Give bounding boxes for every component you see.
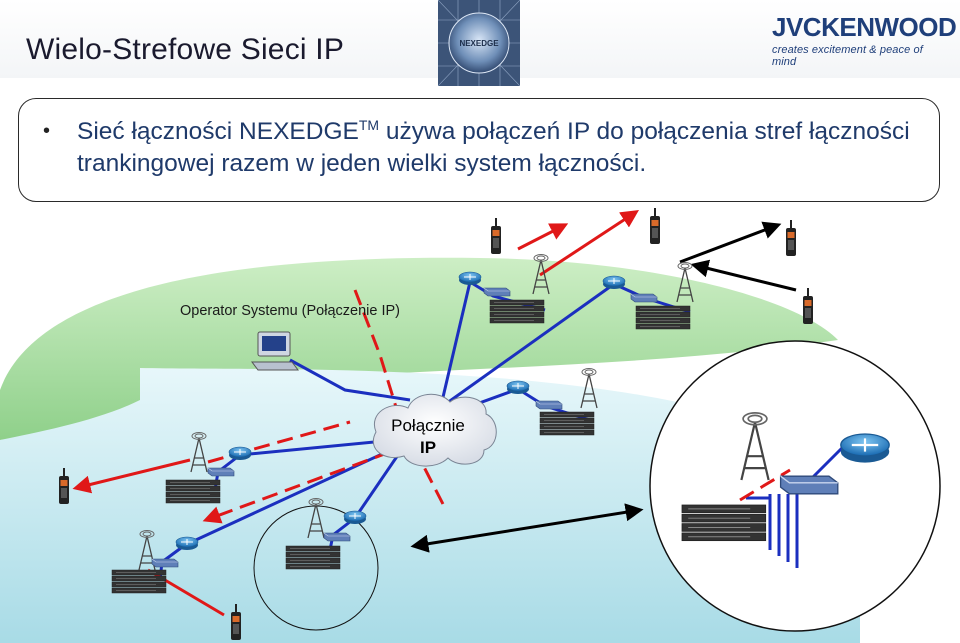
switch-icon bbox=[630, 293, 658, 303]
radio-link-dashed-1 bbox=[353, 289, 447, 509]
router-large-icon bbox=[839, 432, 891, 464]
router-icon bbox=[458, 271, 482, 286]
handheld-radio-icon bbox=[786, 220, 796, 256]
nexedge-logo: NEXEDGE bbox=[438, 0, 520, 86]
handheld-radio-icon bbox=[650, 208, 660, 244]
network-diagram bbox=[0, 208, 941, 643]
nexedge-logo-text: NEXEDGE bbox=[459, 39, 499, 48]
radio-arrow-right bbox=[690, 259, 797, 292]
handheld-radio-icon bbox=[803, 288, 813, 324]
cloud-label-line1: Połącznie bbox=[391, 416, 465, 435]
zoom-arrow bbox=[410, 503, 644, 553]
zone-green bbox=[0, 257, 838, 440]
radio-arrow-top bbox=[679, 221, 782, 264]
switch-large-icon bbox=[779, 475, 839, 495]
radio-link-dashed-4 bbox=[739, 468, 791, 502]
cloud-label: Połącznie IP bbox=[378, 415, 478, 459]
router-icon bbox=[228, 446, 252, 461]
brand-tagline: creates excitement & peace of mind bbox=[772, 44, 923, 68]
trademark-sup: TM bbox=[358, 116, 380, 133]
radio-link-solid-1 bbox=[517, 223, 569, 251]
operator-label: Operator Systemu (Połączenie IP) bbox=[180, 303, 401, 319]
bullet-text-end: używa połączeń IP do połączenia stref łą… bbox=[77, 118, 910, 177]
brand-name: JVCKENWOOD bbox=[772, 12, 957, 42]
switch-icon bbox=[323, 532, 351, 542]
router-icon bbox=[506, 380, 530, 395]
radio-link-solid-2 bbox=[539, 210, 640, 277]
radio-link-solid-3 bbox=[72, 458, 191, 494]
cloud-label-line2: IP bbox=[419, 438, 437, 457]
switch-icon bbox=[535, 400, 563, 410]
page-title: Wielo-Strefowe Sieci IP bbox=[26, 33, 345, 66]
router-icon bbox=[175, 536, 199, 551]
bullet-text: Sieć łączności NEXEDGETM używa połączeń … bbox=[77, 116, 927, 180]
switch-icon bbox=[151, 558, 179, 568]
switch-icon bbox=[207, 467, 235, 477]
radio-link-dashed-3 bbox=[202, 450, 391, 524]
switch-icon bbox=[483, 287, 511, 297]
operator-pc-icon bbox=[251, 331, 299, 371]
router-icon bbox=[343, 510, 367, 525]
handheld-radio-icon bbox=[491, 218, 501, 254]
bullet-point-icon: • bbox=[43, 120, 51, 142]
router-icon bbox=[602, 275, 626, 290]
ip-cloud bbox=[373, 393, 497, 467]
brand-logo: JVCKENWOOD creates excitement & peace of… bbox=[772, 12, 957, 68]
bullet-text-start: Sieć łączności NEXEDGE bbox=[77, 118, 359, 145]
bullet-box: • Sieć łączności NEXEDGETM używa połącze… bbox=[18, 98, 940, 202]
